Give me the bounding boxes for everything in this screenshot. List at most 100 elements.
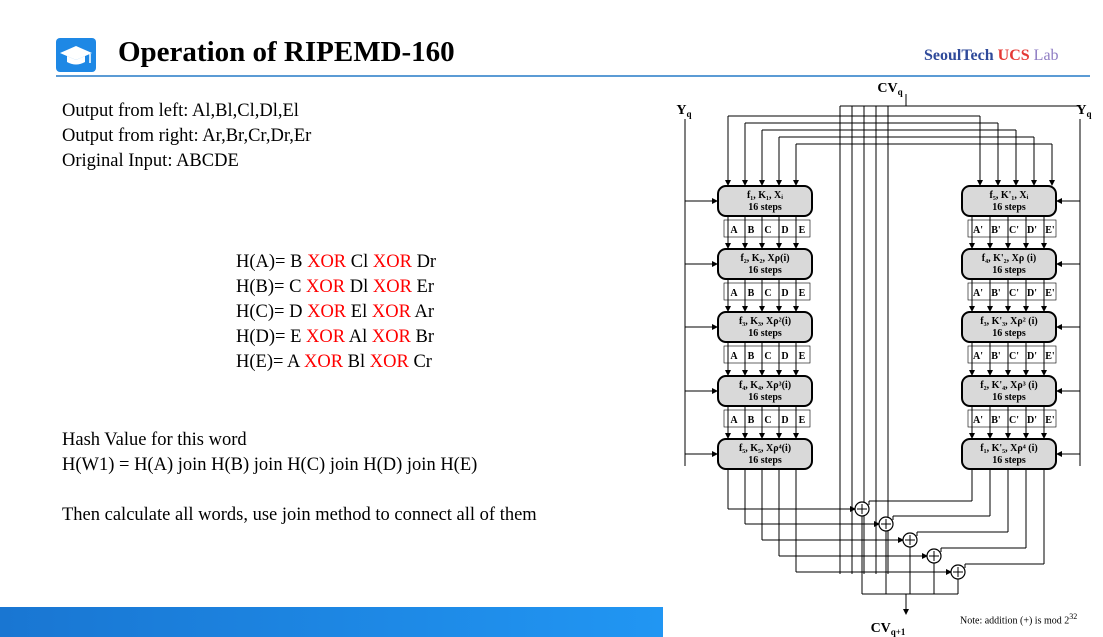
- register-label-right: D': [1027, 288, 1037, 299]
- register-box: [967, 219, 1057, 238]
- register-label-right: C': [1009, 351, 1019, 362]
- output-left-text: Output from left: Al,Bl,Cl,Dl,El: [62, 101, 299, 121]
- equation-line: H(E)= A XOR Bl XOR Cr: [236, 350, 476, 375]
- equation-term: Ar: [414, 302, 435, 322]
- original-input-text: Original Input: ABCDE: [62, 151, 239, 171]
- register-label-right: A': [973, 225, 983, 236]
- xor-label: XOR: [306, 327, 346, 347]
- equation-lhs: H(B)= C: [236, 277, 307, 297]
- footer-bar: [0, 607, 663, 637]
- round-box: [961, 375, 1057, 407]
- round-box: [961, 185, 1057, 217]
- round-function-label: f₅, K'₁, Xᵢ: [990, 190, 1029, 201]
- round-steps-label: 16 steps: [992, 202, 1026, 213]
- round-box: [961, 248, 1057, 280]
- register-label-left: C: [764, 351, 771, 362]
- round-steps-label: 16 steps: [748, 328, 782, 339]
- round-box: [717, 375, 813, 407]
- register-label-left: B: [748, 351, 755, 362]
- register-label-left: E: [799, 415, 806, 426]
- output-right-text: Output from right: Ar,Br,Cr,Dr,Er: [62, 126, 312, 146]
- register-label-left: C: [764, 415, 771, 426]
- equation-term: Dr: [416, 252, 437, 272]
- register-label-left: B: [748, 225, 755, 236]
- register-box: [723, 345, 811, 364]
- register-label-left: C: [764, 225, 771, 236]
- register-box: [967, 282, 1057, 301]
- register-label-left: A: [730, 225, 738, 236]
- register-label-right: B': [991, 288, 1001, 299]
- round-box: [717, 248, 813, 280]
- round-steps-label: 16 steps: [748, 392, 782, 403]
- left-round-box: f₅, K₅, Xρ⁴(i)16 steps: [717, 438, 813, 470]
- xor-equations: H(A)= B XOR Cl XOR Dr H(B)= C XOR Dl XOR…: [236, 250, 476, 375]
- register-label-right: E': [1045, 225, 1055, 236]
- round-function-label: f₄, K₄, Xρ³(i): [739, 380, 791, 391]
- equation-term: Br: [415, 327, 435, 347]
- xor-label: XOR: [306, 277, 346, 297]
- addition-note-exponent: 32: [1069, 612, 1078, 621]
- register-box: [723, 282, 811, 301]
- conclusion-text: Then calculate all words, use join metho…: [62, 505, 537, 525]
- xor-label: XOR: [303, 352, 344, 372]
- register-label-left: A: [730, 288, 738, 299]
- round-function-label: f₂, K₂, Xρ(i): [740, 253, 789, 264]
- left-round-box: f₃, K₃, Xρ²(i)16 steps: [717, 311, 813, 343]
- hash-heading: Hash Value for this word: [62, 430, 247, 450]
- equation-line: H(A)= B XOR Cl XOR Dr: [236, 250, 476, 275]
- round-function-label: f₄, K'₂, Xρ (i): [982, 253, 1036, 264]
- round-steps-label: 16 steps: [748, 265, 782, 276]
- lab-name-part-3: Lab: [1029, 47, 1059, 64]
- round-box: [717, 185, 813, 217]
- round-box: [961, 311, 1057, 343]
- cv-input-subscript: q: [898, 87, 903, 97]
- right-round-box: f₄, K'₂, Xρ (i)16 steps: [961, 248, 1057, 280]
- lab-name-part-1: SeoulTech: [924, 47, 998, 64]
- left-round-box: f₄, K₄, Xρ³(i)16 steps: [717, 375, 813, 407]
- round-steps-label: 16 steps: [992, 265, 1026, 276]
- register-label-left: E: [799, 288, 806, 299]
- register-label-right: A': [973, 415, 983, 426]
- lab-name-part-2: UCS: [997, 47, 1030, 64]
- equation-lhs: H(C)= D: [236, 302, 308, 322]
- register-label-right: A': [973, 288, 983, 299]
- equation-lhs: H(A)= B: [236, 252, 308, 272]
- y-left-subscript: q: [687, 109, 692, 119]
- register-label-right: C': [1009, 415, 1019, 426]
- right-round-box: f₃, K'₃, Xρ² (i)16 steps: [961, 311, 1057, 343]
- register-box: [723, 409, 811, 428]
- equation-term: Cr: [413, 352, 432, 372]
- register-label-left: D: [781, 288, 788, 299]
- register-label-right: E': [1045, 351, 1055, 362]
- title-divider: [56, 75, 1090, 77]
- round-function-label: f₁, K'₅, Xρ⁴ (i): [980, 443, 1037, 454]
- addition-note: Note: addition (+) is mod 232: [960, 612, 1077, 626]
- equation-line: H(D)= E XOR Al XOR Br: [236, 325, 476, 350]
- equation-line: H(B)= C XOR Dl XOR Er: [236, 275, 476, 300]
- round-steps-label: 16 steps: [992, 392, 1026, 403]
- round-function-label: f₃, K'₃, Xρ² (i): [980, 316, 1037, 327]
- equation-term: Cl: [350, 252, 373, 272]
- register-label-right: D': [1027, 225, 1037, 236]
- round-function-label: f₃, K₃, Xρ²(i): [739, 316, 791, 327]
- register-label-right: E': [1045, 415, 1055, 426]
- right-round-box: f₂, K'₄, Xρ³ (i)16 steps: [961, 375, 1057, 407]
- register-label-right: D': [1027, 351, 1037, 362]
- register-label-left: C: [764, 288, 771, 299]
- register-label-right: E': [1045, 288, 1055, 299]
- y-right-subscript: q: [1087, 109, 1092, 119]
- round-steps-label: 16 steps: [992, 328, 1026, 339]
- register-label-left: B: [748, 415, 755, 426]
- register-box: [723, 219, 811, 238]
- register-label-right: A': [973, 351, 983, 362]
- round-box: [961, 438, 1057, 470]
- xor-label: XOR: [369, 352, 409, 372]
- register-label-left: E: [799, 351, 806, 362]
- cv-input-label: CVq: [877, 81, 902, 97]
- register-box: [967, 409, 1057, 428]
- xor-label: XOR: [371, 327, 411, 347]
- round-function-label: f₅, K₅, Xρ⁴(i): [739, 443, 791, 454]
- xor-label: XOR: [372, 252, 412, 272]
- round-steps-label: 16 steps: [748, 455, 782, 466]
